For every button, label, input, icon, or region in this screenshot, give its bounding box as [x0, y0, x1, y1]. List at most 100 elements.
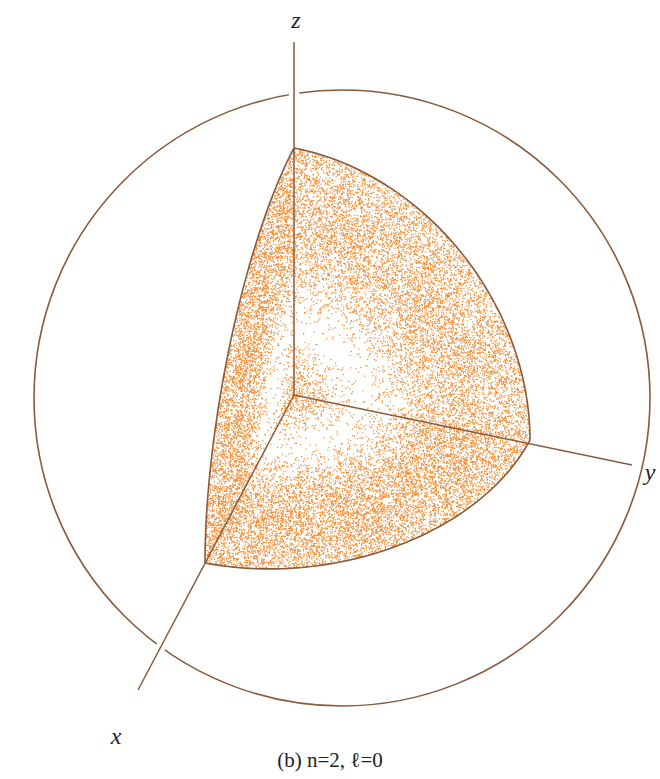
density-dot: [314, 191, 315, 192]
density-dot: [527, 420, 528, 421]
density-dot: [320, 218, 321, 219]
density-dot: [333, 388, 334, 389]
density-dot: [320, 191, 321, 192]
density-dot: [405, 357, 406, 358]
density-dot: [303, 232, 304, 233]
density-dot: [379, 326, 380, 327]
density-dot: [341, 246, 342, 247]
density-dot: [353, 266, 354, 267]
density-dot: [404, 274, 405, 275]
density-dot: [457, 363, 458, 364]
density-dot: [519, 395, 520, 396]
density-dot: [364, 210, 365, 211]
density-dot: [486, 408, 487, 409]
density-dot: [311, 224, 312, 225]
density-dot: [382, 254, 383, 255]
density-dot: [511, 429, 512, 430]
density-dot: [310, 169, 311, 170]
density-dot: [349, 302, 350, 303]
density-dot: [409, 261, 410, 262]
density-dot: [420, 383, 421, 384]
density-dot: [446, 270, 447, 271]
density-dot: [506, 388, 507, 389]
density-dot: [519, 381, 520, 382]
density-dot: [324, 193, 325, 194]
density-dot: [435, 403, 436, 404]
density-dot: [392, 222, 393, 223]
density-dot: [519, 428, 520, 429]
density-dot: [389, 198, 390, 199]
density-dot: [301, 193, 302, 194]
density-dot: [308, 261, 309, 262]
density-dot: [326, 206, 327, 207]
density-dot: [484, 311, 485, 312]
density-dot: [384, 211, 385, 212]
density-dot: [370, 225, 371, 226]
density-dot: [480, 382, 481, 383]
density-dot: [477, 320, 478, 321]
density-dot: [416, 305, 417, 306]
density-dot: [308, 377, 309, 378]
density-dot: [403, 288, 404, 289]
density-dot: [354, 170, 355, 171]
density-dot: [455, 295, 456, 296]
density-dot: [467, 360, 468, 361]
density-dot: [402, 415, 403, 416]
density-dot: [332, 292, 333, 293]
density-dot: [313, 161, 314, 162]
density-dot: [429, 284, 430, 285]
density-dot: [414, 302, 415, 303]
density-dot: [407, 362, 408, 363]
density-dot: [407, 366, 408, 367]
density-dot: [316, 266, 317, 267]
density-dot: [418, 327, 419, 328]
density-dot: [332, 338, 333, 339]
density-dot: [422, 280, 423, 281]
density-dot: [374, 293, 375, 294]
density-dot: [428, 241, 429, 242]
density-dot: [495, 420, 496, 421]
density-dot: [339, 189, 340, 190]
density-dot: [409, 282, 410, 283]
density-dot: [366, 175, 367, 176]
density-dot: [385, 341, 386, 342]
density-dot: [456, 253, 457, 254]
density-dot: [468, 303, 469, 304]
density-dot: [394, 213, 395, 214]
density-dot: [393, 294, 394, 295]
density-dot: [390, 374, 391, 375]
density-dot: [362, 261, 363, 262]
density-dot: [468, 339, 469, 340]
density-dot: [386, 326, 387, 327]
density-dot: [405, 244, 406, 245]
density-dot: [452, 259, 453, 260]
density-dot: [344, 212, 345, 213]
density-dot: [436, 347, 437, 348]
density-dot: [400, 343, 401, 344]
density-dot: [314, 264, 315, 265]
density-dot: [312, 203, 313, 204]
density-dot: [351, 280, 352, 281]
probability-dots: [205, 148, 530, 570]
density-dot: [369, 286, 370, 287]
density-dot: [441, 280, 442, 281]
density-dot: [375, 319, 376, 320]
density-dot: [501, 383, 502, 384]
density-dot: [308, 257, 309, 258]
density-dot: [379, 349, 380, 350]
density-dot: [385, 257, 386, 258]
density-dot: [477, 350, 478, 351]
density-dot: [461, 415, 462, 416]
density-dot: [500, 375, 501, 376]
density-dot: [452, 284, 453, 285]
density-dot: [297, 374, 298, 375]
density-dot: [296, 268, 297, 269]
density-dot: [384, 209, 385, 210]
density-dot: [417, 401, 418, 402]
density-dot: [334, 160, 335, 161]
density-dot: [511, 359, 512, 360]
density-dot: [437, 316, 438, 317]
density-dot: [338, 205, 339, 206]
density-dot: [435, 312, 436, 313]
density-dot: [496, 425, 497, 426]
